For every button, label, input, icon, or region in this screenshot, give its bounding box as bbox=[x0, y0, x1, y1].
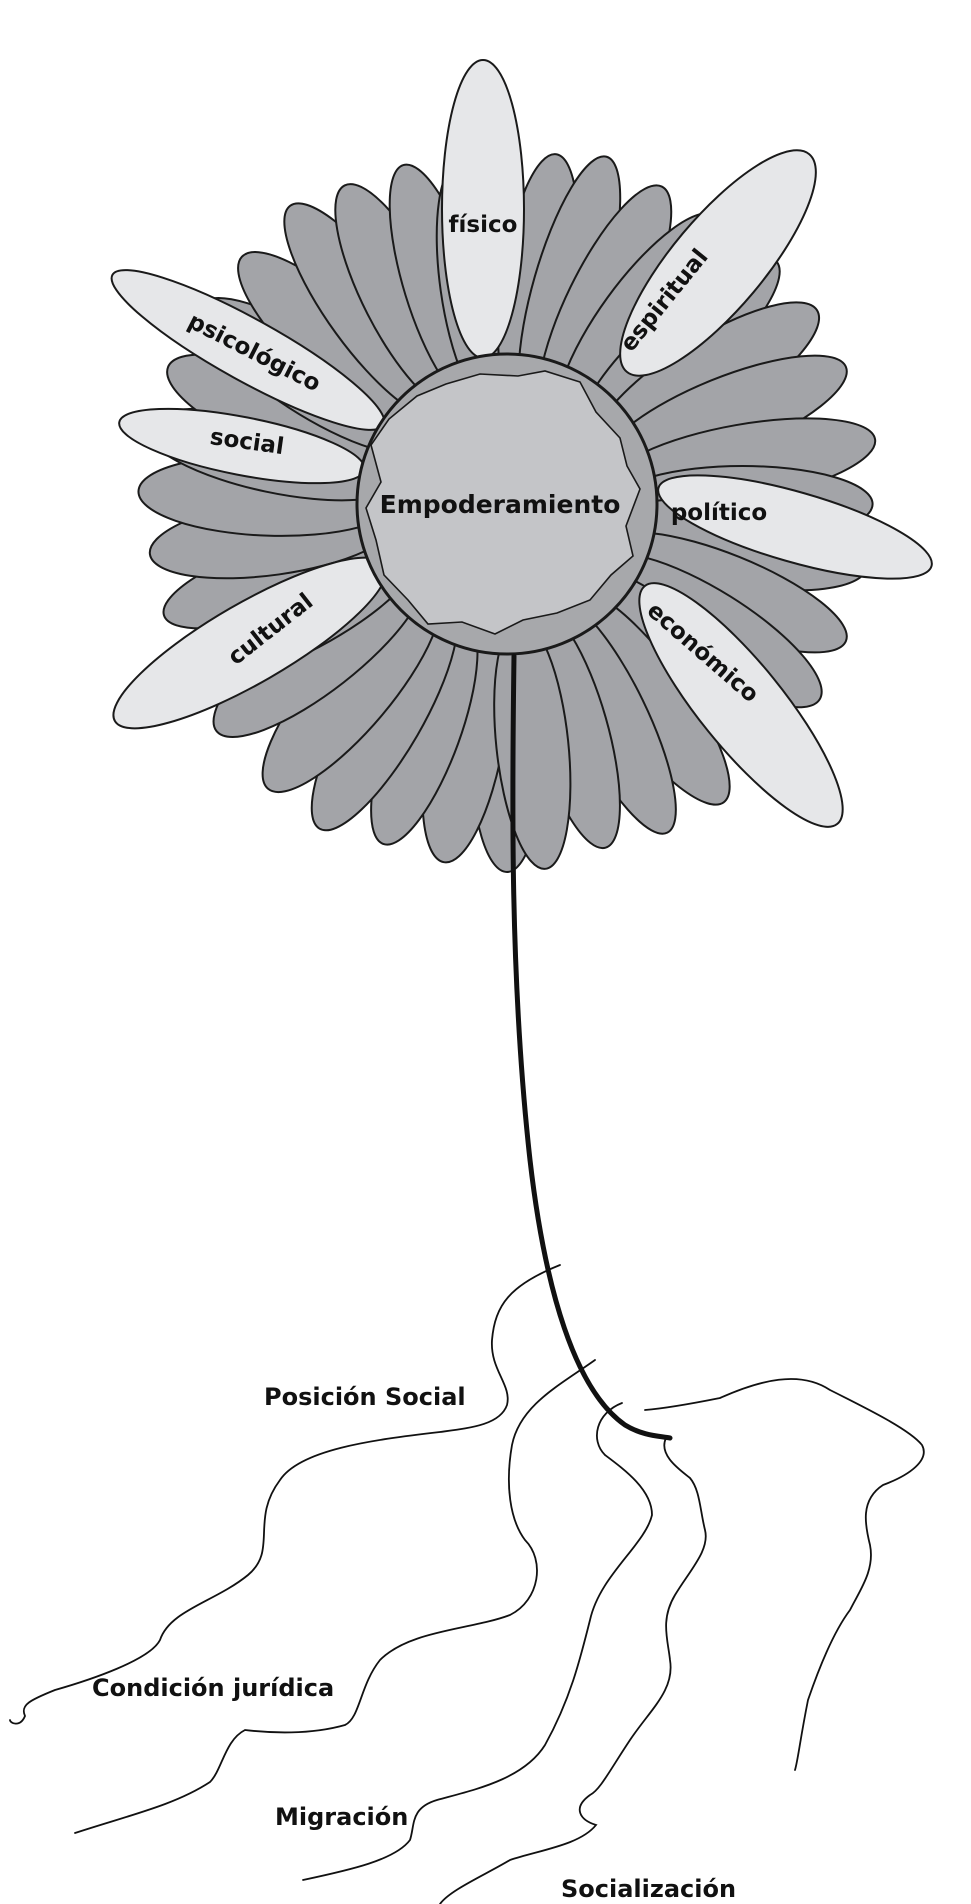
root-posicion-social bbox=[10, 1265, 560, 1724]
root-label-condicion-juridica: Condición jurídica bbox=[92, 1674, 334, 1702]
flower-center: Empoderamiento bbox=[357, 354, 657, 654]
root-condicion-juridica bbox=[75, 1360, 595, 1833]
center-label: Empoderamiento bbox=[380, 490, 621, 519]
petal-label-politico: político bbox=[671, 500, 767, 526]
root-label-socializacion: Socialización bbox=[561, 1875, 736, 1903]
roots bbox=[10, 1265, 924, 1904]
root-socializacion bbox=[440, 1438, 706, 1904]
root-label-posicion-social: Posición Social bbox=[264, 1383, 466, 1411]
root-label-migracion: Migración bbox=[275, 1803, 408, 1831]
root-right bbox=[645, 1379, 924, 1770]
petal-fisico bbox=[442, 60, 524, 358]
petal-label-fisico: físico bbox=[449, 212, 518, 238]
